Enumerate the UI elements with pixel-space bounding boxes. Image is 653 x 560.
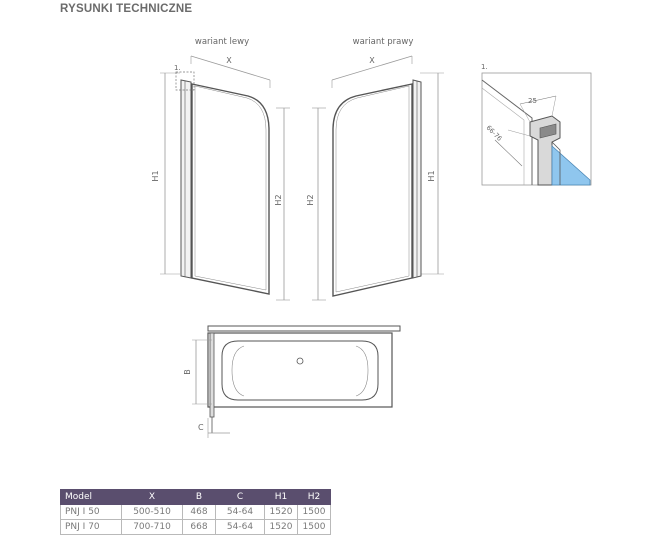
cell-h2: 1500 xyxy=(297,504,331,520)
right-dim-h1-label: H1 xyxy=(427,170,436,181)
cell-h2: 1500 xyxy=(297,519,331,535)
cell-model: PNJ I 50 xyxy=(60,504,122,520)
table-header-row: Model X B C H1 H2 xyxy=(60,489,331,505)
right-variant-label: wariant prawy xyxy=(353,37,414,47)
cell-h1: 1520 xyxy=(264,504,298,520)
left-variant-label: wariant lewy xyxy=(195,37,249,47)
header-model: Model xyxy=(60,489,122,505)
cell-c: 54-64 xyxy=(215,504,265,520)
header-x: X xyxy=(121,489,183,505)
detail-view: 1. 25 66-76 xyxy=(481,63,592,186)
right-dim-x-label: X xyxy=(369,56,375,65)
table-row: PNJ I 50 500-510 468 54-64 1520 1500 xyxy=(60,504,331,520)
detail-width-label: 25 xyxy=(528,97,537,105)
cell-x: 500-510 xyxy=(121,504,183,520)
page-heading: RYSUNKI TECHNICZNE xyxy=(60,3,193,15)
left-dim-x-label: X xyxy=(226,56,232,65)
header-h2: H2 xyxy=(297,489,331,505)
dim-c-label: C xyxy=(198,423,204,432)
table-row: PNJ I 70 700-710 668 54-64 1520 1500 xyxy=(60,519,331,535)
cell-h1: 1520 xyxy=(264,519,298,535)
cell-b: 668 xyxy=(182,519,216,535)
header-c: C xyxy=(215,489,265,505)
cell-x: 700-710 xyxy=(121,519,183,535)
header-b: B xyxy=(182,489,216,505)
left-variant-drawing: wariant lewy X H1 H2 1. xyxy=(151,37,290,301)
callout-marker: 1. xyxy=(174,64,181,72)
cell-b: 468 xyxy=(182,504,216,520)
left-dim-h1-label: H1 xyxy=(151,170,160,181)
right-variant-drawing: wariant prawy X H2 H1 xyxy=(306,37,444,301)
spec-table: Model X B C H1 H2 PNJ I 50 500-510 468 5… xyxy=(60,489,331,535)
cell-c: 54-64 xyxy=(215,519,265,535)
right-dim-h2-label: H2 xyxy=(306,194,315,205)
cell-model: PNJ I 70 xyxy=(60,519,122,535)
dim-b-label: B xyxy=(183,369,192,375)
bathtub-top-view: B C xyxy=(183,325,401,438)
technical-drawing: wariant lewy X H1 H2 1. wariant prawy X xyxy=(151,37,592,438)
header-h1: H1 xyxy=(264,489,298,505)
left-dim-h2-label: H2 xyxy=(274,194,283,205)
detail-ref-label: 1. xyxy=(481,63,488,71)
